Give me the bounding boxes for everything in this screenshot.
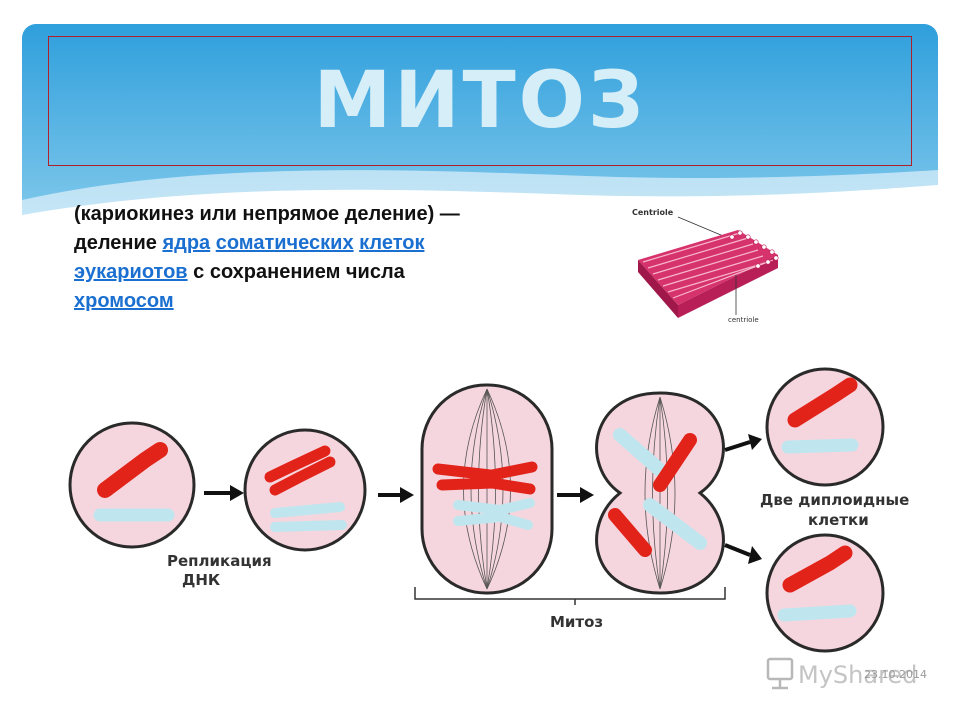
arrow-down	[724, 543, 751, 557]
chromosome-red	[787, 377, 858, 428]
mitosis-bracket	[414, 587, 726, 600]
cell-metaphase	[420, 383, 554, 595]
centriole-label-top: Centriole	[632, 208, 674, 217]
link-somatic[interactable]: соматических	[215, 232, 354, 254]
chromosome-blue-bottom	[643, 498, 707, 550]
definition-middle: с сохранением числа	[193, 261, 405, 283]
chromosome-red	[782, 545, 853, 593]
centriole-label-bottom: centriole	[728, 316, 759, 324]
watermark-logo: MyShared	[766, 657, 917, 690]
link-chromosomes[interactable]: хромосом	[74, 290, 174, 312]
chromosome-blue-pair	[270, 502, 347, 532]
label-diploid-1: Две диплоидные	[760, 491, 909, 509]
chromosome-red-top	[653, 433, 697, 492]
link-nucleus[interactable]: ядра	[162, 232, 211, 254]
label-replication-1: Репликация	[167, 552, 272, 570]
daughter-cell-bottom	[765, 533, 885, 653]
label-diploid-2: клетки	[808, 511, 869, 529]
chromosome-blue	[777, 604, 857, 622]
monitor-icon	[766, 657, 794, 690]
definition-line1: (кариокинез или непрямое деление) —	[74, 203, 460, 225]
chromosome-blue-top	[613, 428, 667, 477]
label-mitosis: Митоз	[550, 613, 603, 631]
slide-title: МИТОЗ	[313, 56, 647, 146]
chromosome-red-aligned	[432, 461, 538, 495]
link-cells[interactable]: клеток	[359, 232, 425, 254]
centriole-barrels	[638, 230, 779, 318]
definition-text: (кариокинез или непрямое деление) — деле…	[74, 200, 504, 316]
slide-date: 23.10.2014	[864, 668, 927, 681]
chromosome-red-bottom	[608, 508, 652, 557]
mitosis-diagram: Репликация ДНК Митоз	[68, 367, 909, 653]
title-box: МИТОЗ	[48, 36, 912, 166]
cell-interphase	[68, 421, 196, 549]
daughter-cell-top	[765, 367, 885, 487]
definition-prefix: деление	[74, 232, 157, 254]
centriole-figure: Centriole centriole	[632, 208, 779, 324]
label-replication-2: ДНК	[182, 571, 221, 589]
watermark-text: MyShared	[798, 661, 917, 689]
chromosome-blue	[781, 438, 859, 454]
chromosome-red	[97, 442, 168, 498]
chromosome-red-pair	[264, 445, 336, 496]
arrow-up	[724, 440, 751, 452]
cell-anaphase	[595, 391, 725, 595]
chromosome-blue-aligned	[453, 498, 535, 530]
link-eukaryotes[interactable]: эукариотов	[74, 261, 188, 283]
cell-replicated	[243, 428, 367, 552]
